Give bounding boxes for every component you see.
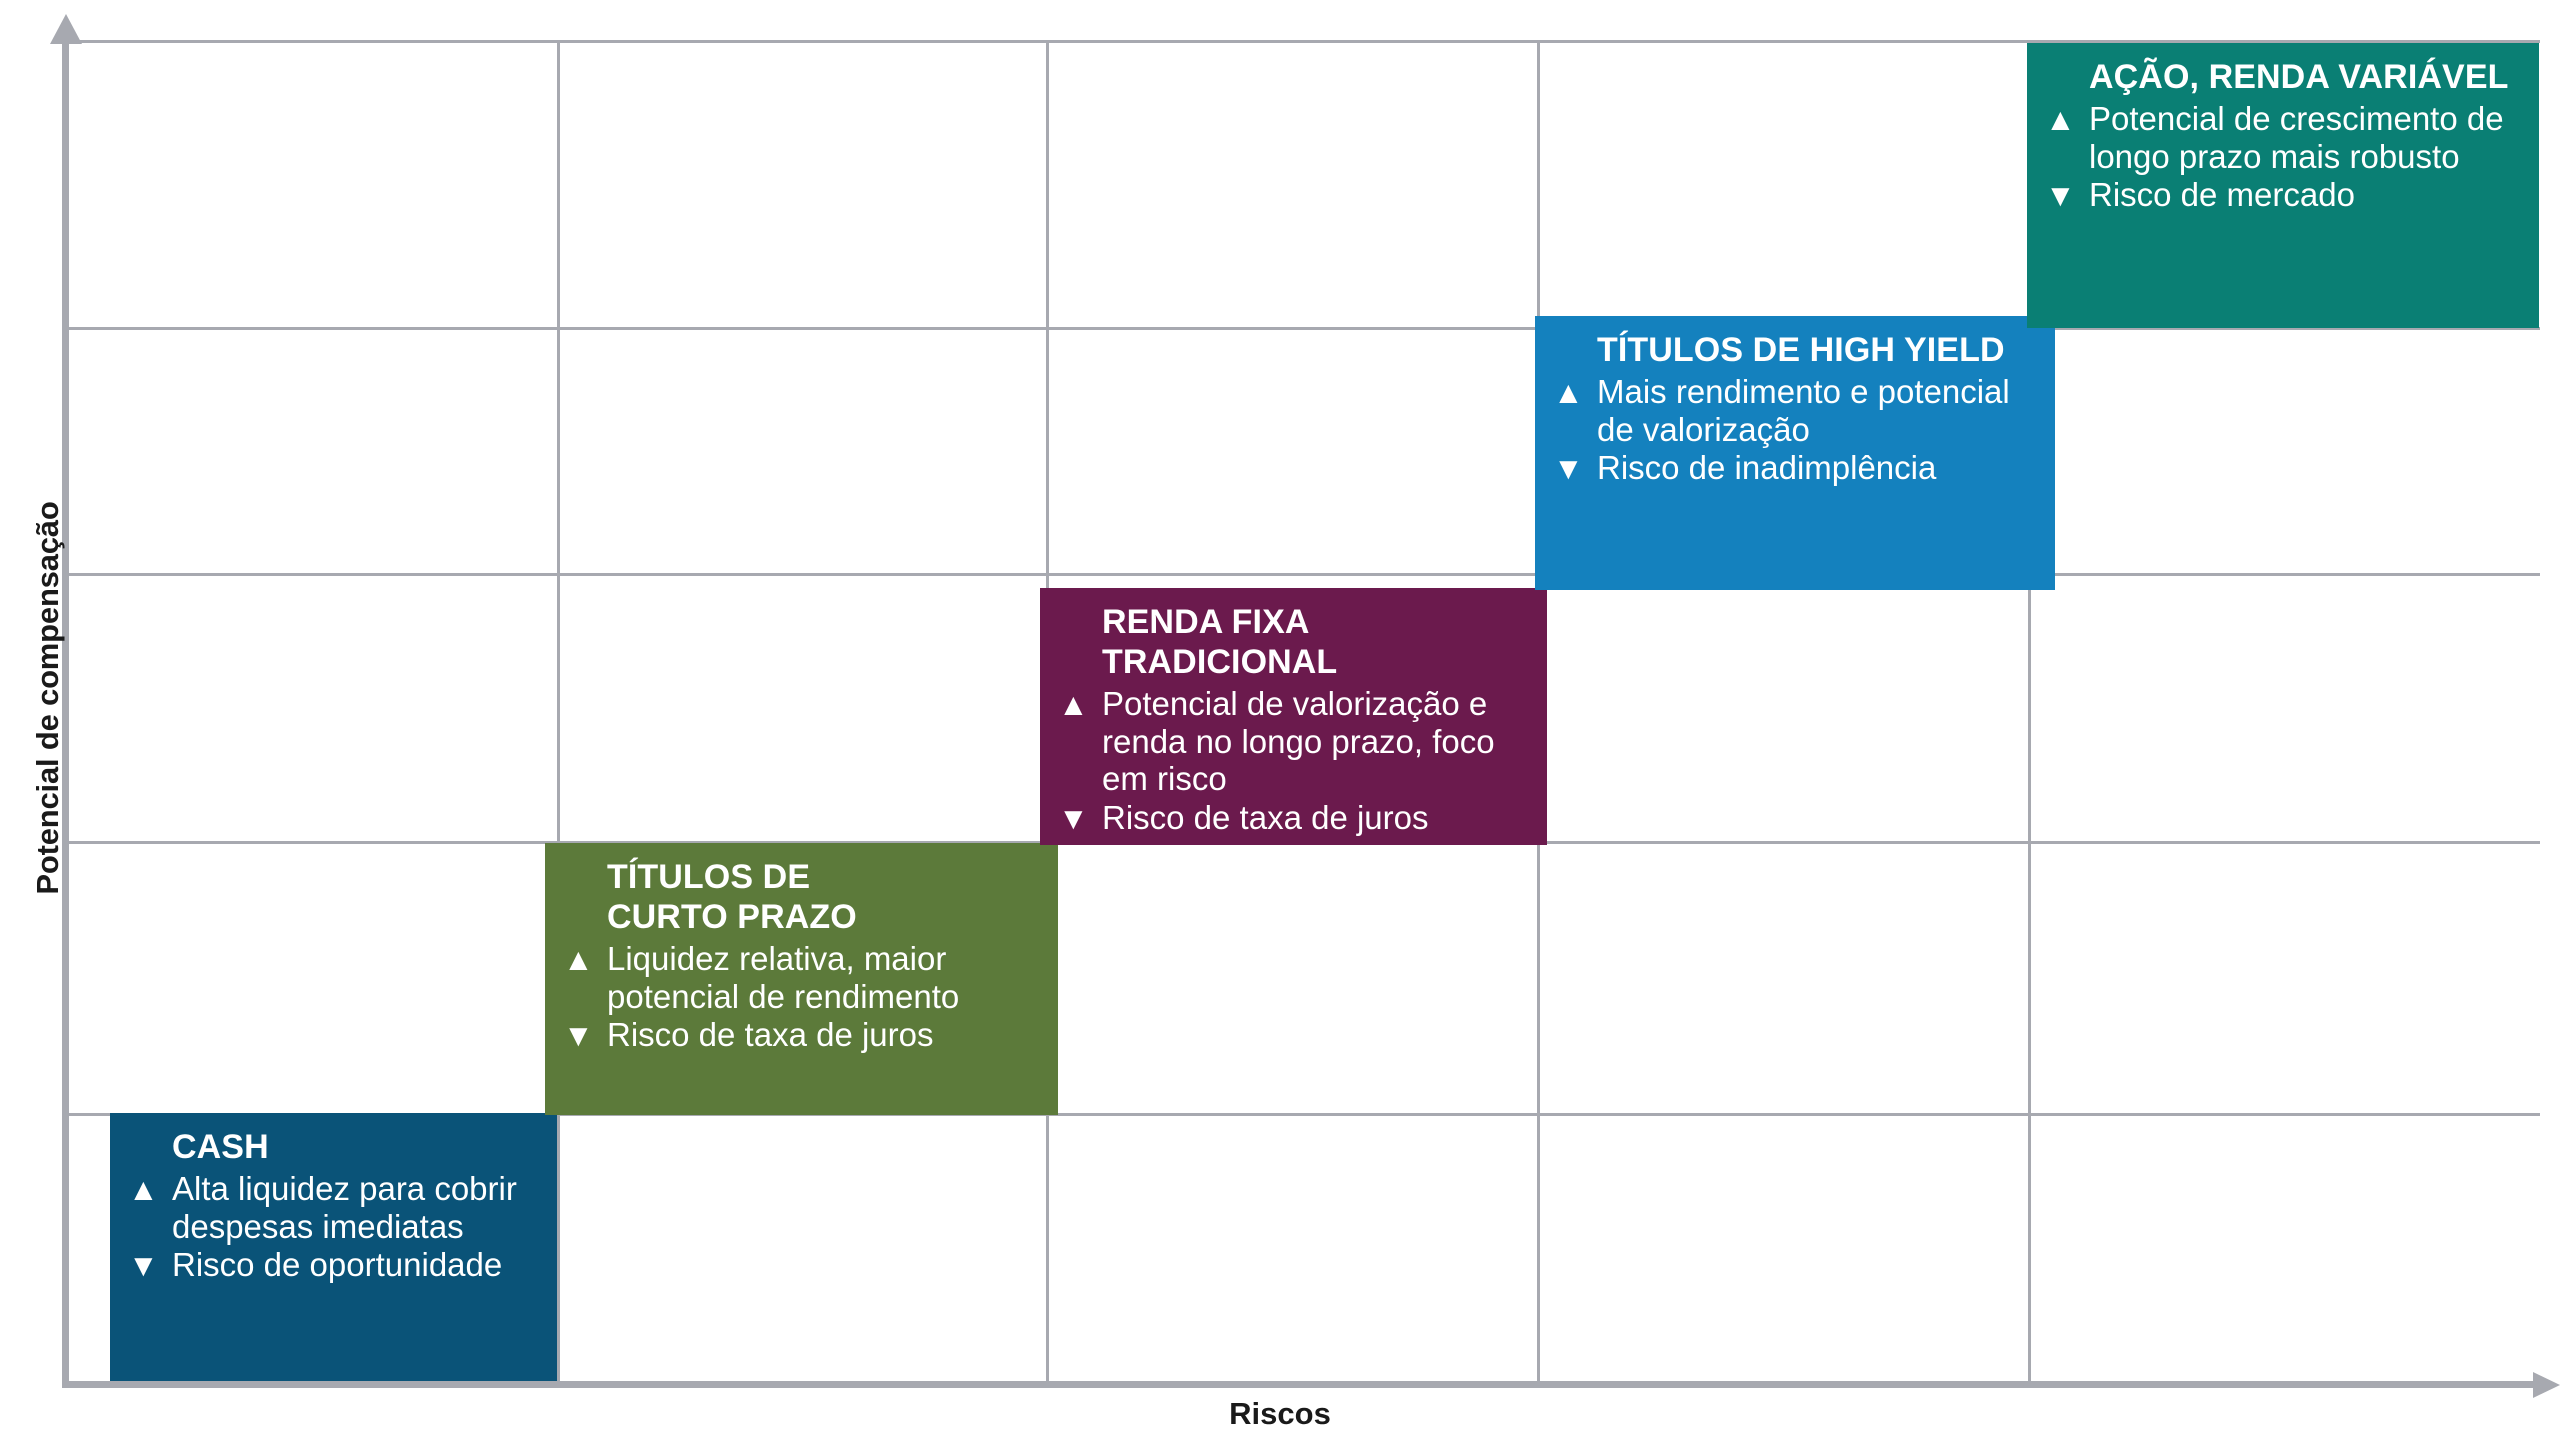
- con-row-cash: ▼ Risco de oportunidade: [128, 1246, 539, 1284]
- step-box-cash[interactable]: CASH ▲ Alta liquidez para cobrir despesa…: [110, 1113, 557, 1381]
- triangle-up-icon: ▲: [1058, 687, 1089, 723]
- con-row-equities: ▼ Risco de mercado: [2045, 176, 2521, 214]
- pro-text-equities: Potencial de crescimento de longo prazo …: [2089, 100, 2504, 175]
- x-axis-arrow-icon: [2533, 1372, 2560, 1398]
- triangle-up-icon: ▲: [128, 1172, 159, 1208]
- y-axis-line: [62, 40, 69, 1388]
- pro-text-high-yield-bonds: Mais rendimento e potencial de valorizaç…: [1597, 373, 2010, 448]
- triangle-up-icon: ▲: [1553, 375, 1584, 411]
- pro-text-short-term-bonds: Liquidez relativa, maior potencial de re…: [607, 940, 960, 1015]
- y-axis-title: Potencial de compensação: [30, 501, 65, 895]
- y-axis-arrow-icon: [50, 14, 82, 44]
- step-box-equities[interactable]: AÇÃO, RENDA VARIÁVEL ▲ Potencial de cres…: [2027, 43, 2539, 328]
- pro-row-traditional-fixed-income: ▲ Potencial de valorização e renda no lo…: [1058, 685, 1529, 798]
- triangle-down-icon: ▼: [2045, 178, 2076, 214]
- pro-row-equities: ▲ Potencial de crescimento de longo praz…: [2045, 100, 2521, 175]
- pro-row-cash: ▲ Alta liquidez para cobrir despesas ime…: [128, 1170, 539, 1245]
- triangle-up-icon: ▲: [563, 942, 594, 978]
- con-row-traditional-fixed-income: ▼ Risco de taxa de juros: [1058, 799, 1529, 837]
- gridline-horizontal-3: [62, 573, 2540, 576]
- pro-text-cash: Alta liquidez para cobrir despesas imedi…: [172, 1170, 517, 1245]
- step-title-traditional-fixed-income: RENDA FIXA TRADICIONAL: [1102, 603, 1338, 682]
- gridline-vertical-1: [557, 40, 560, 1384]
- con-text-high-yield-bonds: Risco de inadimplência: [1597, 449, 1937, 487]
- x-axis-title: Riscos: [1229, 1396, 1331, 1431]
- triangle-down-icon: ▼: [563, 1018, 594, 1054]
- step-title-cash: CASH: [172, 1128, 269, 1166]
- step-box-traditional-fixed-income[interactable]: RENDA FIXA TRADICIONAL ▲ Potencial de va…: [1040, 588, 1547, 845]
- step-title-equities: AÇÃO, RENDA VARIÁVEL: [2089, 58, 2509, 96]
- step-title-short-term-bonds: TÍTULOS DE CURTO PRAZO: [607, 858, 857, 937]
- con-text-traditional-fixed-income: Risco de taxa de juros: [1102, 799, 1429, 837]
- step-title-high-yield-bonds: TÍTULOS DE HIGH YIELD: [1597, 331, 2005, 369]
- triangle-down-icon: ▼: [1058, 801, 1089, 837]
- triangle-down-icon: ▼: [1553, 451, 1584, 487]
- triangle-down-icon: ▼: [128, 1248, 159, 1284]
- gridline-horizontal-4: [62, 327, 2540, 330]
- gridline-horizontal-1: [62, 1113, 2540, 1116]
- con-text-cash: Risco de oportunidade: [172, 1246, 503, 1284]
- gridline-vertical-4: [2028, 40, 2031, 1384]
- x-axis-line: [62, 1381, 2540, 1388]
- triangle-up-icon: ▲: [2045, 102, 2076, 138]
- step-box-high-yield-bonds[interactable]: TÍTULOS DE HIGH YIELD ▲ Mais rendimento …: [1535, 316, 2055, 590]
- step-box-short-term-bonds[interactable]: TÍTULOS DE CURTO PRAZO ▲ Liquidez relati…: [545, 843, 1058, 1115]
- gridline-horizontal-5: [62, 40, 2540, 43]
- pro-row-short-term-bonds: ▲ Liquidez relativa, maior potencial de …: [563, 940, 1040, 1015]
- pro-row-high-yield-bonds: ▲ Mais rendimento e potencial de valoriz…: [1553, 373, 2037, 448]
- con-row-high-yield-bonds: ▼ Risco de inadimplência: [1553, 449, 2037, 487]
- con-row-short-term-bonds: ▼ Risco de taxa de juros: [563, 1016, 1040, 1054]
- pro-text-traditional-fixed-income: Potencial de valorização e renda no long…: [1102, 685, 1495, 798]
- con-text-equities: Risco de mercado: [2089, 176, 2355, 214]
- con-text-short-term-bonds: Risco de taxa de juros: [607, 1016, 934, 1054]
